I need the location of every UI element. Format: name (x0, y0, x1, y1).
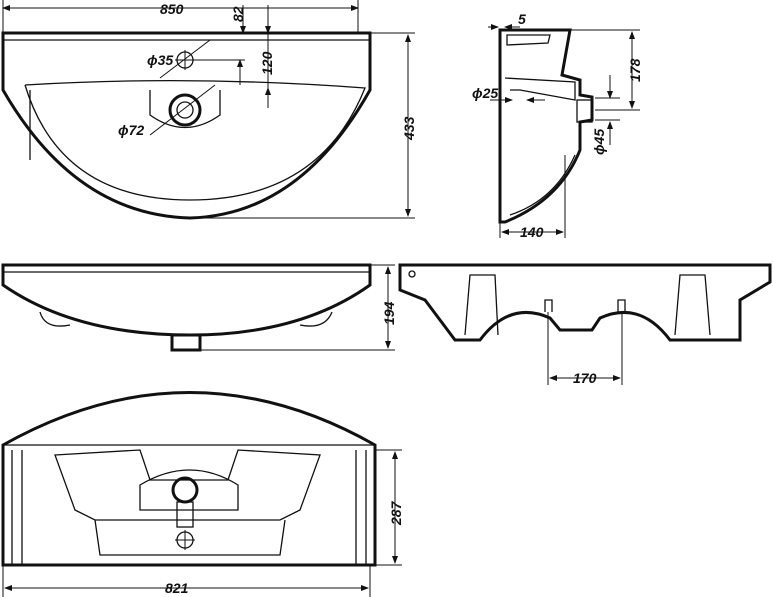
dim-287: 287 (388, 500, 404, 526)
dim-120: 120 (259, 51, 275, 75)
dim-178: 178 (627, 58, 643, 82)
dim-850: 850 (160, 1, 184, 17)
dim-5: 5 (518, 11, 526, 27)
cross-section: 170 (398, 263, 772, 386)
bottom-view: 287 821 (1, 391, 404, 597)
dim-194: 194 (381, 301, 397, 325)
dim-overflow-hole: ϕ25 (472, 85, 498, 101)
dim-82: 82 (230, 6, 246, 22)
dim-170: 170 (573, 370, 597, 386)
dim-tap-hole: ϕ35 (147, 52, 173, 68)
dim-140: 140 (520, 224, 544, 240)
front-view: 194 (1, 263, 397, 352)
top-view: 850 82 ϕ35 120 ϕ72 433 (1, 0, 417, 220)
side-section: 5 178 ϕ25 ϕ45 140 (472, 11, 643, 240)
dim-821: 821 (165, 580, 189, 596)
dim-drain-hole: ϕ72 (118, 122, 144, 138)
dim-waste-hole: ϕ45 (591, 129, 607, 155)
dim-433: 433 (401, 116, 417, 141)
